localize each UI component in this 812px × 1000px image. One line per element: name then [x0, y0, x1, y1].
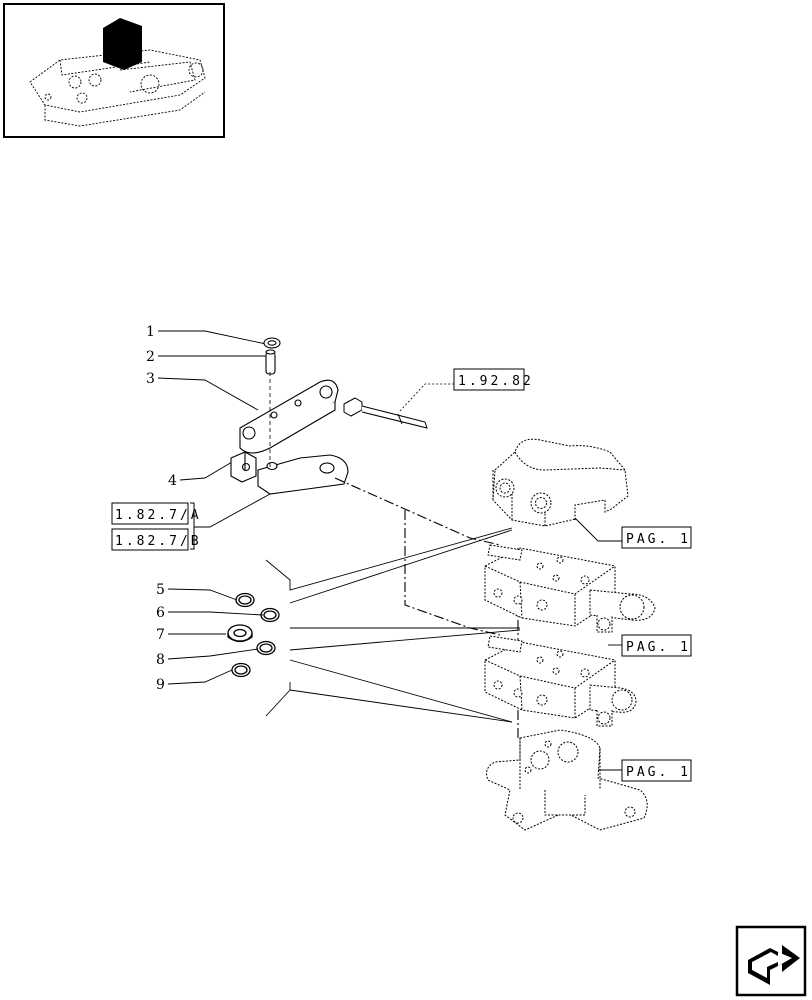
callout-5: 5: [156, 582, 165, 598]
seal-9-part: [231, 662, 251, 678]
next-page-button[interactable]: [735, 925, 807, 997]
callout-4: 4: [168, 473, 177, 489]
leader-6: [168, 611, 264, 616]
ref-box-valve-upper[interactable]: PAG. 1: [621, 526, 692, 549]
callout-8: 8: [156, 652, 165, 668]
leader-9: [167, 669, 233, 685]
link-rod-part: [343, 397, 428, 429]
thumbnail-frame[interactable]: [3, 3, 225, 138]
leader-8: [167, 648, 259, 660]
ref-box-arm-b[interactable]: 1.82.7/B: [111, 528, 202, 551]
block-part: [230, 451, 257, 483]
seal-7-part: [227, 624, 253, 643]
svg-text:1.92.82: 1.92.82: [458, 374, 534, 389]
valve-section-lower: [484, 635, 637, 727]
callout-9: 9: [156, 677, 165, 693]
leader-5: [167, 588, 238, 601]
valve-base: [486, 729, 648, 831]
pin-part: [265, 349, 276, 375]
svg-text:PAG. 1: PAG. 1: [626, 765, 691, 780]
lever-arm-part: [239, 379, 339, 454]
svg-text:PAG. 1: PAG. 1: [626, 532, 691, 547]
callout-7: 7: [156, 627, 165, 643]
valve-section-upper: [484, 544, 656, 633]
next-page-arrow-icon: [748, 945, 800, 985]
tractor-lift-housing-thumbnail: [29, 49, 206, 127]
seal-5-part: [235, 592, 255, 608]
leader-4: [179, 461, 233, 481]
valve-top-cover: [492, 438, 629, 527]
svg-text:PAG. 1: PAG. 1: [626, 640, 691, 655]
leader-1: [158, 330, 267, 345]
svg-text:1.82.7/B: 1.82.7/B: [115, 534, 202, 549]
ref-box-valve-middle[interactable]: PAG. 1: [621, 634, 692, 657]
callout-6: 6: [156, 605, 165, 621]
callout-2: 2: [146, 349, 155, 365]
circlip-part: [263, 337, 281, 349]
bracket-part: [257, 454, 349, 495]
seal-6-part: [260, 607, 280, 623]
callout-1: 1: [146, 324, 155, 340]
ref-box-link-rod[interactable]: 1.92.82: [453, 368, 534, 391]
svg-text:1.82.7/A: 1.82.7/A: [115, 508, 202, 523]
leader-3: [157, 377, 259, 411]
ref-box-valve-lower[interactable]: PAG. 1: [621, 759, 692, 782]
ref-box-arm-a[interactable]: 1.82.7/A: [111, 502, 202, 525]
highlighted-valve-block: [103, 18, 142, 70]
seal-8-part: [256, 640, 276, 656]
callout-3: 3: [146, 371, 155, 387]
